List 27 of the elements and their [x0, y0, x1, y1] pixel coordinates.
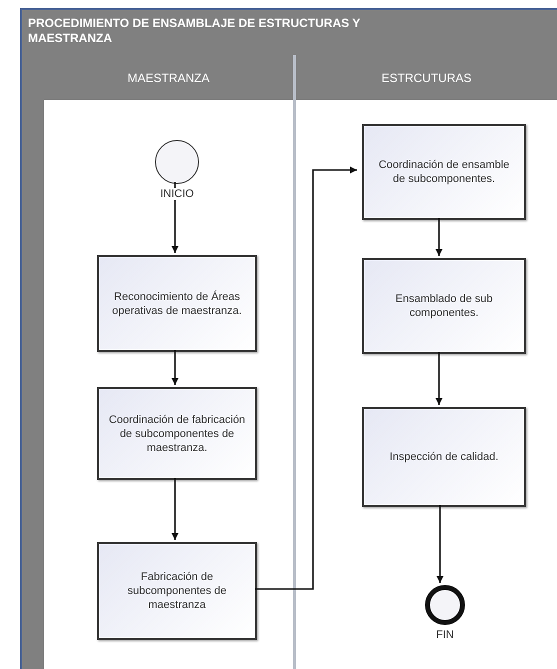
process-text: Inspección de calidad.: [390, 450, 498, 464]
swimlane: [44, 55, 293, 669]
pool-title: PROCEDIMIENTO DE ENSAMBLAJE DE ESTRUCTURAS Y MAESTRANZA: [22, 10, 557, 55]
pool-background: [20, 8, 557, 669]
lane-title: MAESTRANZA: [127, 70, 210, 84]
process-text: Ensamblado de sub componentes.: [394, 292, 494, 320]
process-box: [97, 542, 257, 640]
swimlane: [293, 55, 557, 669]
arrow: [172, 478, 178, 540]
process-text: Coordinación de ensamble de subcomponentes.: [378, 158, 510, 186]
process-box: [362, 258, 526, 354]
process-box: [362, 124, 526, 220]
arrow: [255, 166, 357, 590]
process-text: Fabricación de subcomponentes de maestranza: [126, 570, 228, 612]
arrow: [436, 505, 444, 583]
arrow: [172, 350, 178, 385]
arrow: [436, 352, 442, 405]
event-label: FIN: [435, 629, 455, 641]
arrow: [436, 218, 442, 256]
process-box: [97, 387, 257, 480]
process-text: Coordinación de fabricación de subcomponentes de maestranza.: [108, 412, 246, 454]
process-text: Reconocimiento de Áreas operativas de maestranza.: [111, 290, 243, 318]
process-box: [362, 407, 526, 507]
arrow: [172, 182, 178, 253]
event-label: INICIO: [159, 188, 195, 200]
lane-title: ESTRCUTURAS: [381, 70, 472, 84]
process-box: [97, 255, 257, 352]
